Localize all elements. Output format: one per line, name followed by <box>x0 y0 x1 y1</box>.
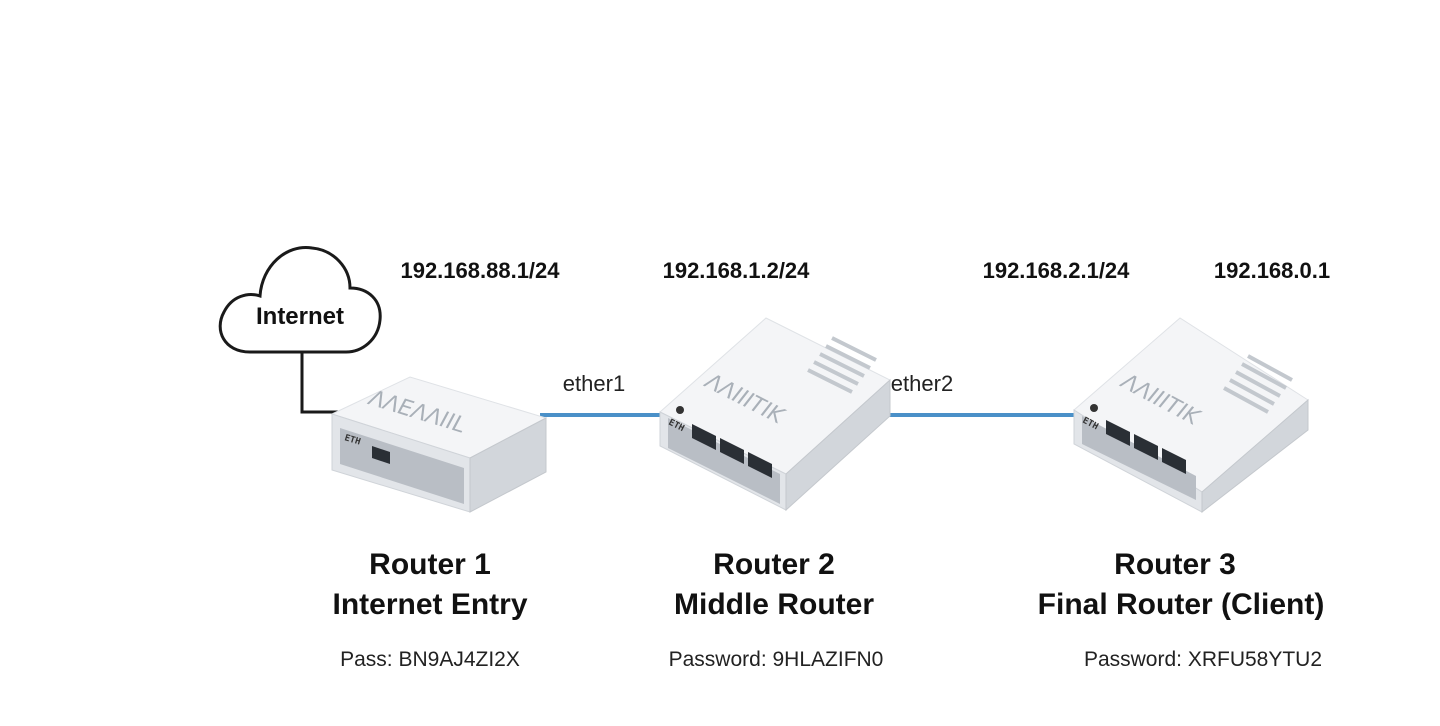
router-1-device: ETH ΛΛΕΛΛΙΙL <box>330 376 548 513</box>
router-1-subtitle: Internet Entry <box>332 588 527 621</box>
router-2-password: Password: 9HLAZIFN0 <box>669 648 884 671</box>
router-3-password: Password: XRFU58YTU2 <box>1084 648 1322 671</box>
router-3-subtitle: Final Router (Client) <box>1038 588 1325 621</box>
router-3-device: ΛΛΙΙΙΤΙΚ ETH <box>1073 317 1309 514</box>
router-3-title: Router 3 <box>1114 548 1236 581</box>
router-2-ip-label: 192.168.1.2/24 <box>663 258 811 283</box>
internet-cloud-icon <box>218 246 382 354</box>
internet-label: Internet <box>256 303 344 330</box>
router-1-ip-label: 192.168.88.1/24 <box>400 258 560 283</box>
internet-link-line <box>300 352 352 414</box>
router-3-ip-label-b: 192.168.0.1 <box>1214 258 1330 283</box>
svg-text:ETH: ETH <box>343 433 361 447</box>
ether2-port-label: ether2 <box>891 371 953 396</box>
ether1-port-label: ether1 <box>563 371 625 396</box>
router-3-ip-label-a: 192.168.2.1/24 <box>983 258 1131 283</box>
router-2-title: Router 2 <box>713 548 835 581</box>
router-1-password: Pass: BN9AJ4ZI2X <box>340 648 520 671</box>
router-2-device: ΛΛΙΙΙΤΙΚ ETH <box>659 317 891 512</box>
router-2-subtitle: Middle Router <box>674 588 874 621</box>
router-1-title: Router 1 <box>369 548 491 581</box>
